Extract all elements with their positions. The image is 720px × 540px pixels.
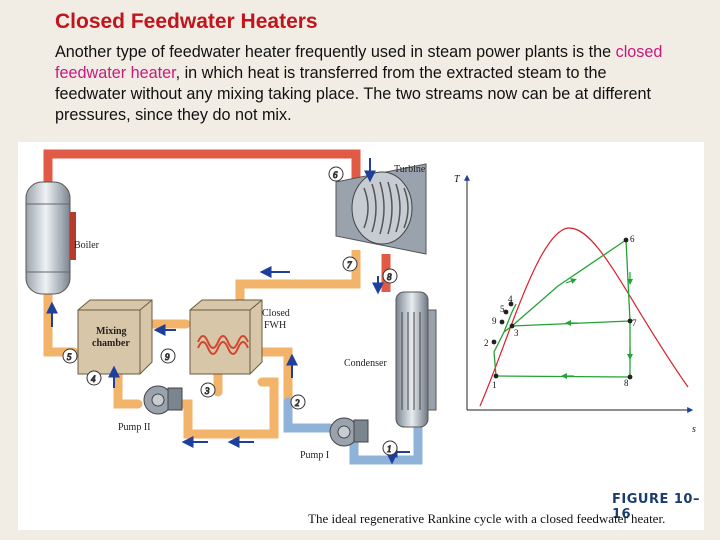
state-7: 7 [347, 260, 352, 270]
ts-label-7: 7 [632, 318, 637, 328]
turbine: Turbine [335, 163, 427, 255]
saturation-dome [479, 227, 689, 407]
state-6: 6 [333, 170, 338, 180]
ts-label-3: 3 [514, 328, 519, 338]
pump2-label: Pump II [118, 422, 151, 433]
state-8: 8 [387, 272, 392, 282]
boiler-label: Boiler [74, 240, 100, 251]
ts-direction-arrows [561, 272, 633, 379]
pump-2: Pump II [118, 385, 183, 433]
mixing-chamber: Mixing chamber [77, 299, 153, 375]
figure-number: FIGURE 10–16 [612, 492, 700, 522]
turbine-label: Turbine [394, 164, 426, 175]
closed-fwh: Closed FWH [189, 299, 290, 375]
condenser: Condenser [344, 291, 437, 428]
slide-body-text: Another type of feedwater heater frequen… [55, 42, 667, 126]
boiler: Boiler [25, 181, 100, 295]
extraction-pipe [235, 250, 391, 307]
fwh-label-1: Closed [262, 308, 290, 319]
state-3: 3 [204, 386, 210, 396]
pump-1: Pump I [300, 417, 369, 461]
steam-pipe-boiler-turbine [43, 149, 361, 192]
ts-y-axis-label: T [454, 174, 461, 185]
ts-label-4: 4 [508, 294, 513, 304]
state-2: 2 [295, 398, 300, 408]
ts-x-axis-label: s [692, 424, 696, 435]
state-4: 4 [91, 374, 96, 384]
state-1: 1 [387, 444, 392, 454]
mixing-label-1: Mixing [96, 326, 127, 337]
body-text-after: , in which heat is transferred from the … [55, 64, 651, 124]
cycle-lines [493, 239, 631, 378]
condenser-label: Condenser [344, 358, 387, 369]
mixing-label-2: chamber [92, 338, 130, 349]
state-markers: 6 7 8 5 9 4 3 2 1 [62, 166, 398, 456]
ts-label-6: 6 [630, 234, 635, 244]
body-highlight-term: closed feedwater heater [55, 43, 663, 82]
ts-label-1: 1 [492, 380, 497, 390]
slide-title: Closed Feedwater Heaters [55, 10, 318, 33]
plant-schematic: Boiler Turbine Mixing chamber Closed FWH [25, 149, 696, 465]
ts-label-5: 5 [500, 304, 505, 314]
figure-caption: The ideal regenerative Rankine cycle wit… [308, 511, 666, 526]
body-text-before: Another type of feedwater heater frequen… [55, 43, 616, 61]
figure-panel: Boiler Turbine Mixing chamber Closed FWH [18, 142, 704, 530]
state-9: 9 [165, 352, 170, 362]
ts-diagram: T s 1 2 3 4 5 6 7 8 9 [454, 174, 696, 435]
state-5: 5 [67, 352, 72, 362]
pump1-label: Pump I [300, 450, 329, 461]
ts-label-9: 9 [492, 316, 497, 326]
ts-label-2: 2 [484, 338, 489, 348]
ts-points [491, 237, 633, 380]
ts-label-8: 8 [624, 378, 629, 388]
fwh-label-2: FWH [264, 320, 286, 331]
